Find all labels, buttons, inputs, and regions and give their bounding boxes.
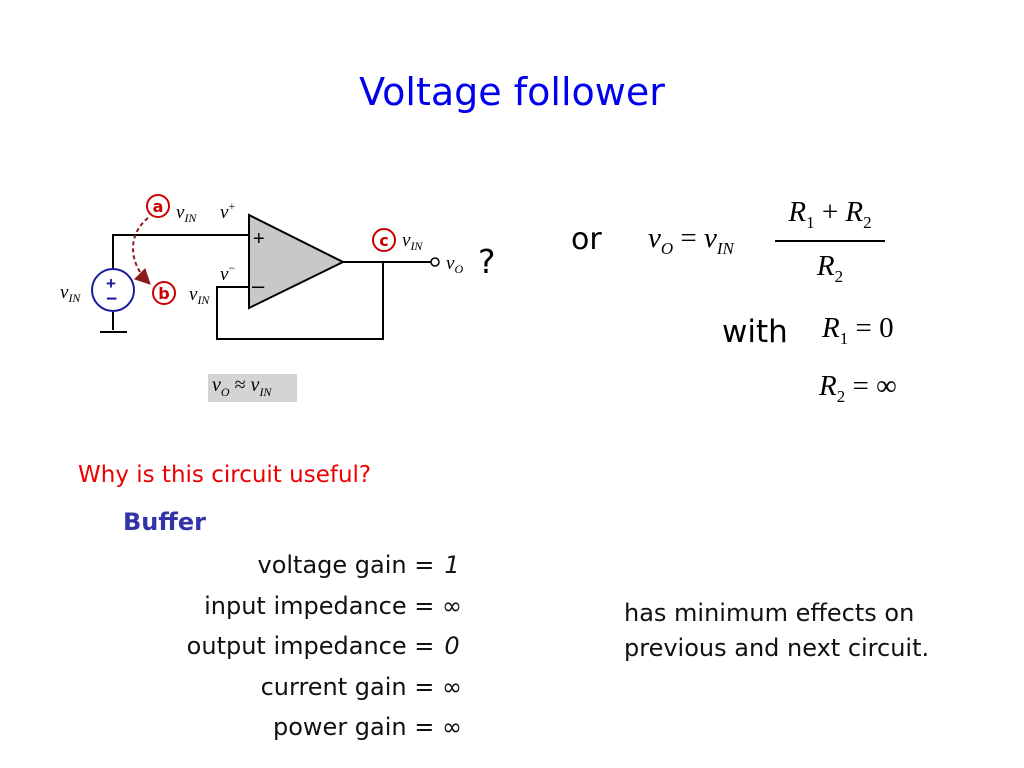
r1-equation: R1 = 0 [822, 312, 894, 348]
output-terminal [430, 257, 440, 267]
property-row: voltage gain = 1 [257, 551, 460, 579]
svg-text:a: a [153, 197, 164, 216]
label-vin-b: vIN [189, 284, 210, 307]
marker-b: b [152, 281, 176, 305]
approx-box [208, 374, 297, 402]
dashed-arrow [132, 217, 151, 285]
opamp-plus-sign: + [253, 228, 265, 250]
opamp-symbol [248, 213, 346, 310]
buffer-properties: voltage gain = 1 input impedance = ∞ out… [100, 550, 462, 753]
approx-equation: vO ≈ vIN [212, 374, 272, 399]
marker-c: c [372, 228, 396, 252]
question-mark: ? [478, 242, 496, 281]
property-row: output impedance = 0 [186, 632, 460, 660]
label-vo: vO [446, 253, 463, 276]
opamp-minus-sign: – [252, 273, 265, 298]
label-vin-source: vIN [60, 282, 81, 305]
label-vplus: v+ [220, 199, 235, 223]
voltage-source [91, 268, 135, 312]
svg-text:c: c [379, 231, 388, 250]
usefulness-question: Why is this circuit useful? [78, 462, 372, 488]
note-line: has minimum effects on [624, 599, 915, 627]
gain-fraction-numerator: R1 + R2 [788, 196, 872, 232]
effects-note: has minimum effects on previous and next… [624, 596, 929, 666]
with-word: with [722, 314, 788, 350]
r2-equation: R2 = ∞ [819, 370, 897, 406]
gain-fraction-denominator: R2 [816, 250, 844, 286]
source-plus-sign: + [106, 274, 116, 293]
or-word: or [571, 222, 602, 257]
circuit-wires [100, 234, 431, 340]
buffer-label: Buffer [123, 508, 206, 536]
fraction-bar [775, 240, 885, 242]
label-vminus: v− [220, 261, 235, 285]
source-minus-sign: − [106, 289, 117, 310]
gain-equation: vO = vIN [648, 222, 734, 258]
property-row: current gain = ∞ [260, 672, 462, 701]
note-line: previous and next circuit. [624, 634, 930, 662]
marker-a: a [146, 194, 170, 218]
label-vin-top: vIN [176, 202, 197, 225]
property-row: power gain = ∞ [273, 713, 462, 741]
slide-title: Voltage follower [359, 70, 665, 114]
property-row: input impedance = ∞ [204, 591, 462, 620]
svg-text:b: b [158, 284, 169, 303]
label-vin-c: vIN [402, 230, 423, 253]
